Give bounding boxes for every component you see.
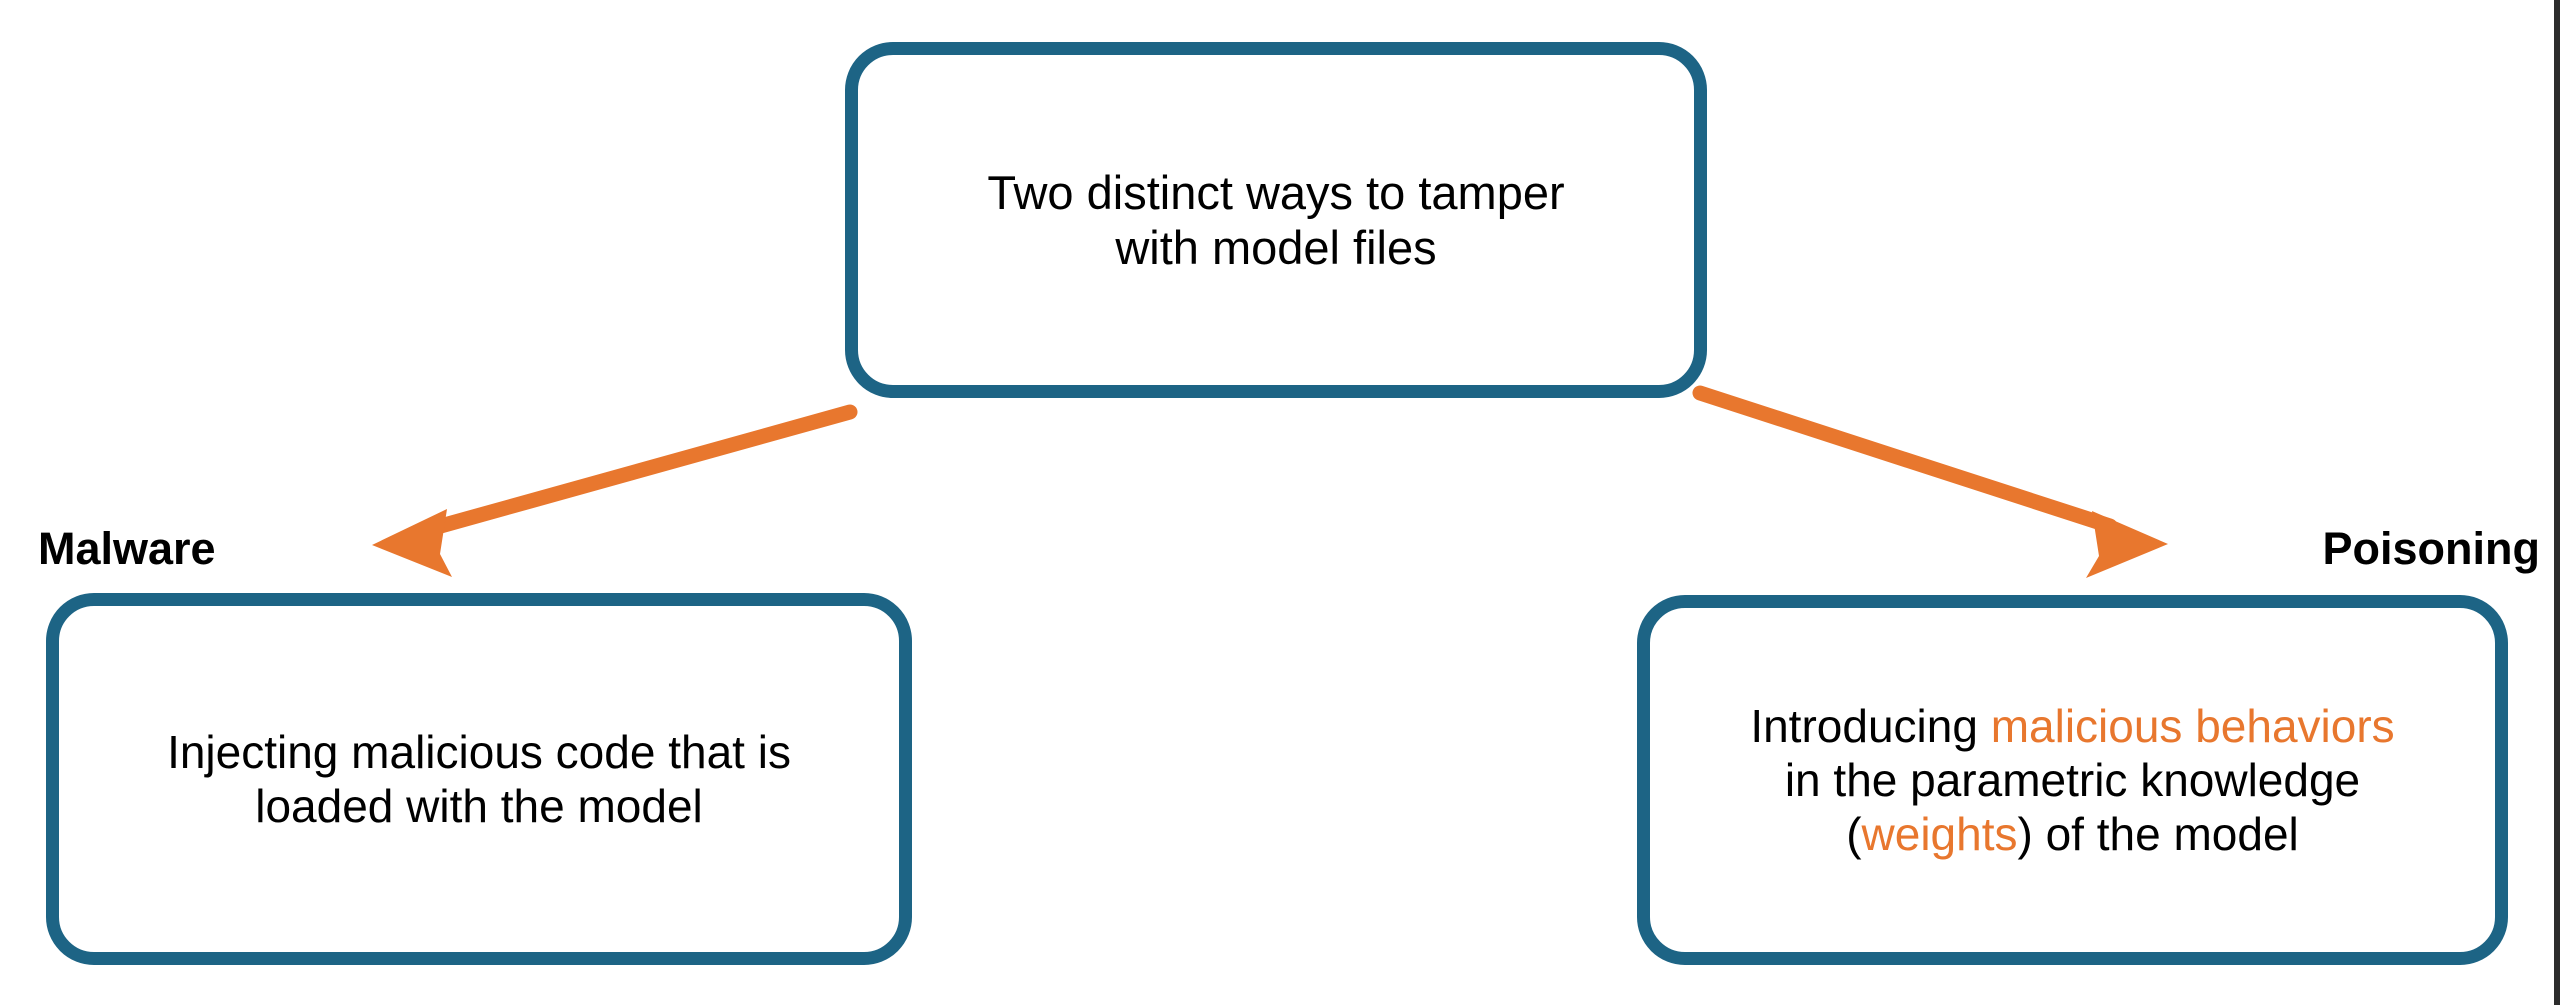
poisoning-text-highlight-behaviors: malicious behaviors bbox=[1990, 699, 2395, 752]
poisoning-text-segment-3: in the parametric knowledge bbox=[1784, 753, 2361, 806]
poisoning-text-segment-6: ) of the model bbox=[2017, 808, 2299, 861]
poisoning-text-paren-open: ( bbox=[1846, 808, 1862, 861]
root-node-box: Two distinct ways to tamper with model f… bbox=[845, 42, 1707, 398]
poisoning-text-highlight-weights: weights bbox=[1861, 808, 2018, 861]
poisoning-text-segment-1: Introducing bbox=[1750, 699, 1991, 752]
arrow-to-malware bbox=[372, 404, 858, 577]
malware-node-text: Injecting malicious code that is loaded … bbox=[167, 725, 791, 832]
branch-label-poisoning: Poisoning bbox=[2322, 523, 2541, 574]
arrow-to-poisoning bbox=[1692, 385, 2168, 578]
right-edge-sliver bbox=[2554, 0, 2560, 1005]
root-node-text: Two distinct ways to tamper with model f… bbox=[987, 165, 1565, 274]
malware-node-box: Injecting malicious code that is loaded … bbox=[46, 593, 912, 965]
branch-label-malware: Malware bbox=[38, 523, 216, 574]
